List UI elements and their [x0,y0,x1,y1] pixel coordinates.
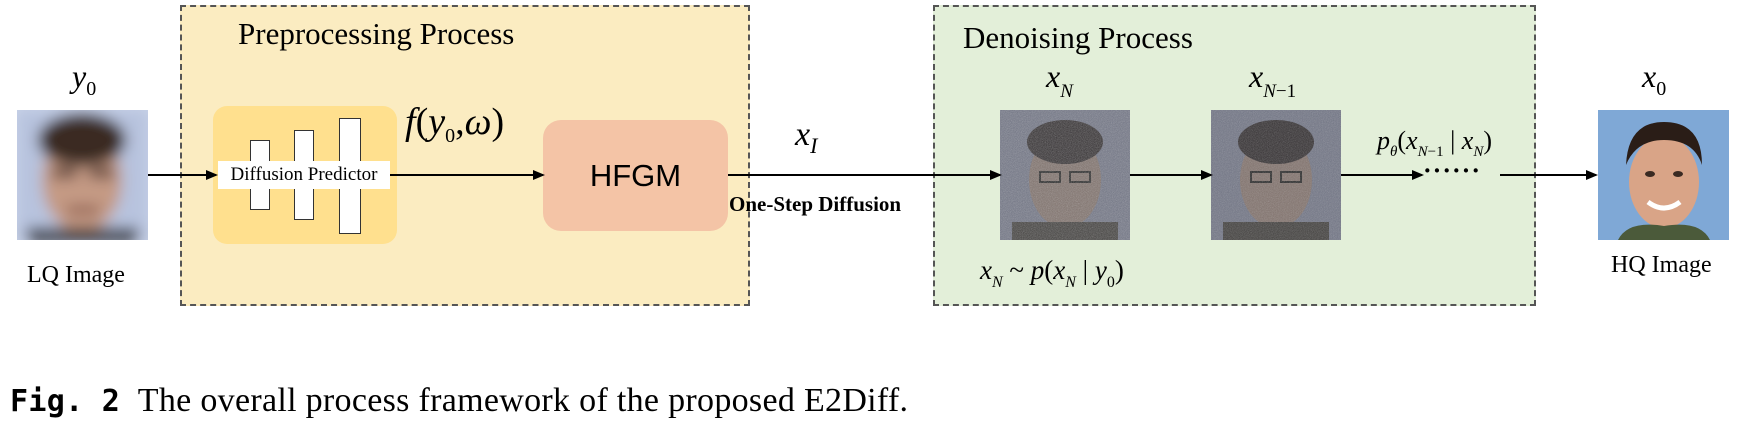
input-label: LQ Image [27,262,125,288]
hfgm-label: HFGM [589,157,682,193]
intermediate-symbol: xI [795,116,818,158]
figure-caption: Fig. 2 The overall process framework of … [10,382,908,420]
reverse-step-label: pθ(xN−1 | xN) [1377,126,1493,160]
hfgm-block: HFGM [543,120,728,231]
output-symbol: x0 [1642,58,1667,100]
lq-image [17,110,148,240]
ellipsis: ······ [1423,156,1482,185]
denoising-title: Denoising Process [963,20,1193,55]
preprocessing-title: Preprocessing Process [238,16,515,51]
diffusion-predictor-label: Diffusion Predictor [218,161,390,189]
caption-fig-number: Fig. 2 [10,384,121,419]
noisy-image-xn-minus-1 [1211,110,1341,240]
xn-symbol: xN [1046,58,1073,102]
one-step-diffusion-label: One-Step Diffusion [729,192,902,216]
caption-text: The overall process framework of the pro… [137,382,909,419]
hq-image [1598,110,1729,240]
output-label: HQ Image [1611,252,1712,278]
noisy-image-xn [1000,110,1130,240]
xn-minus-1-symbol: xN−1 [1249,58,1297,102]
xn-distribution-label: xN ~ p(xN | y0) [980,255,1124,291]
input-symbol: y0 [72,58,97,100]
predictor-output-label: f(y0,ω) [405,101,505,147]
